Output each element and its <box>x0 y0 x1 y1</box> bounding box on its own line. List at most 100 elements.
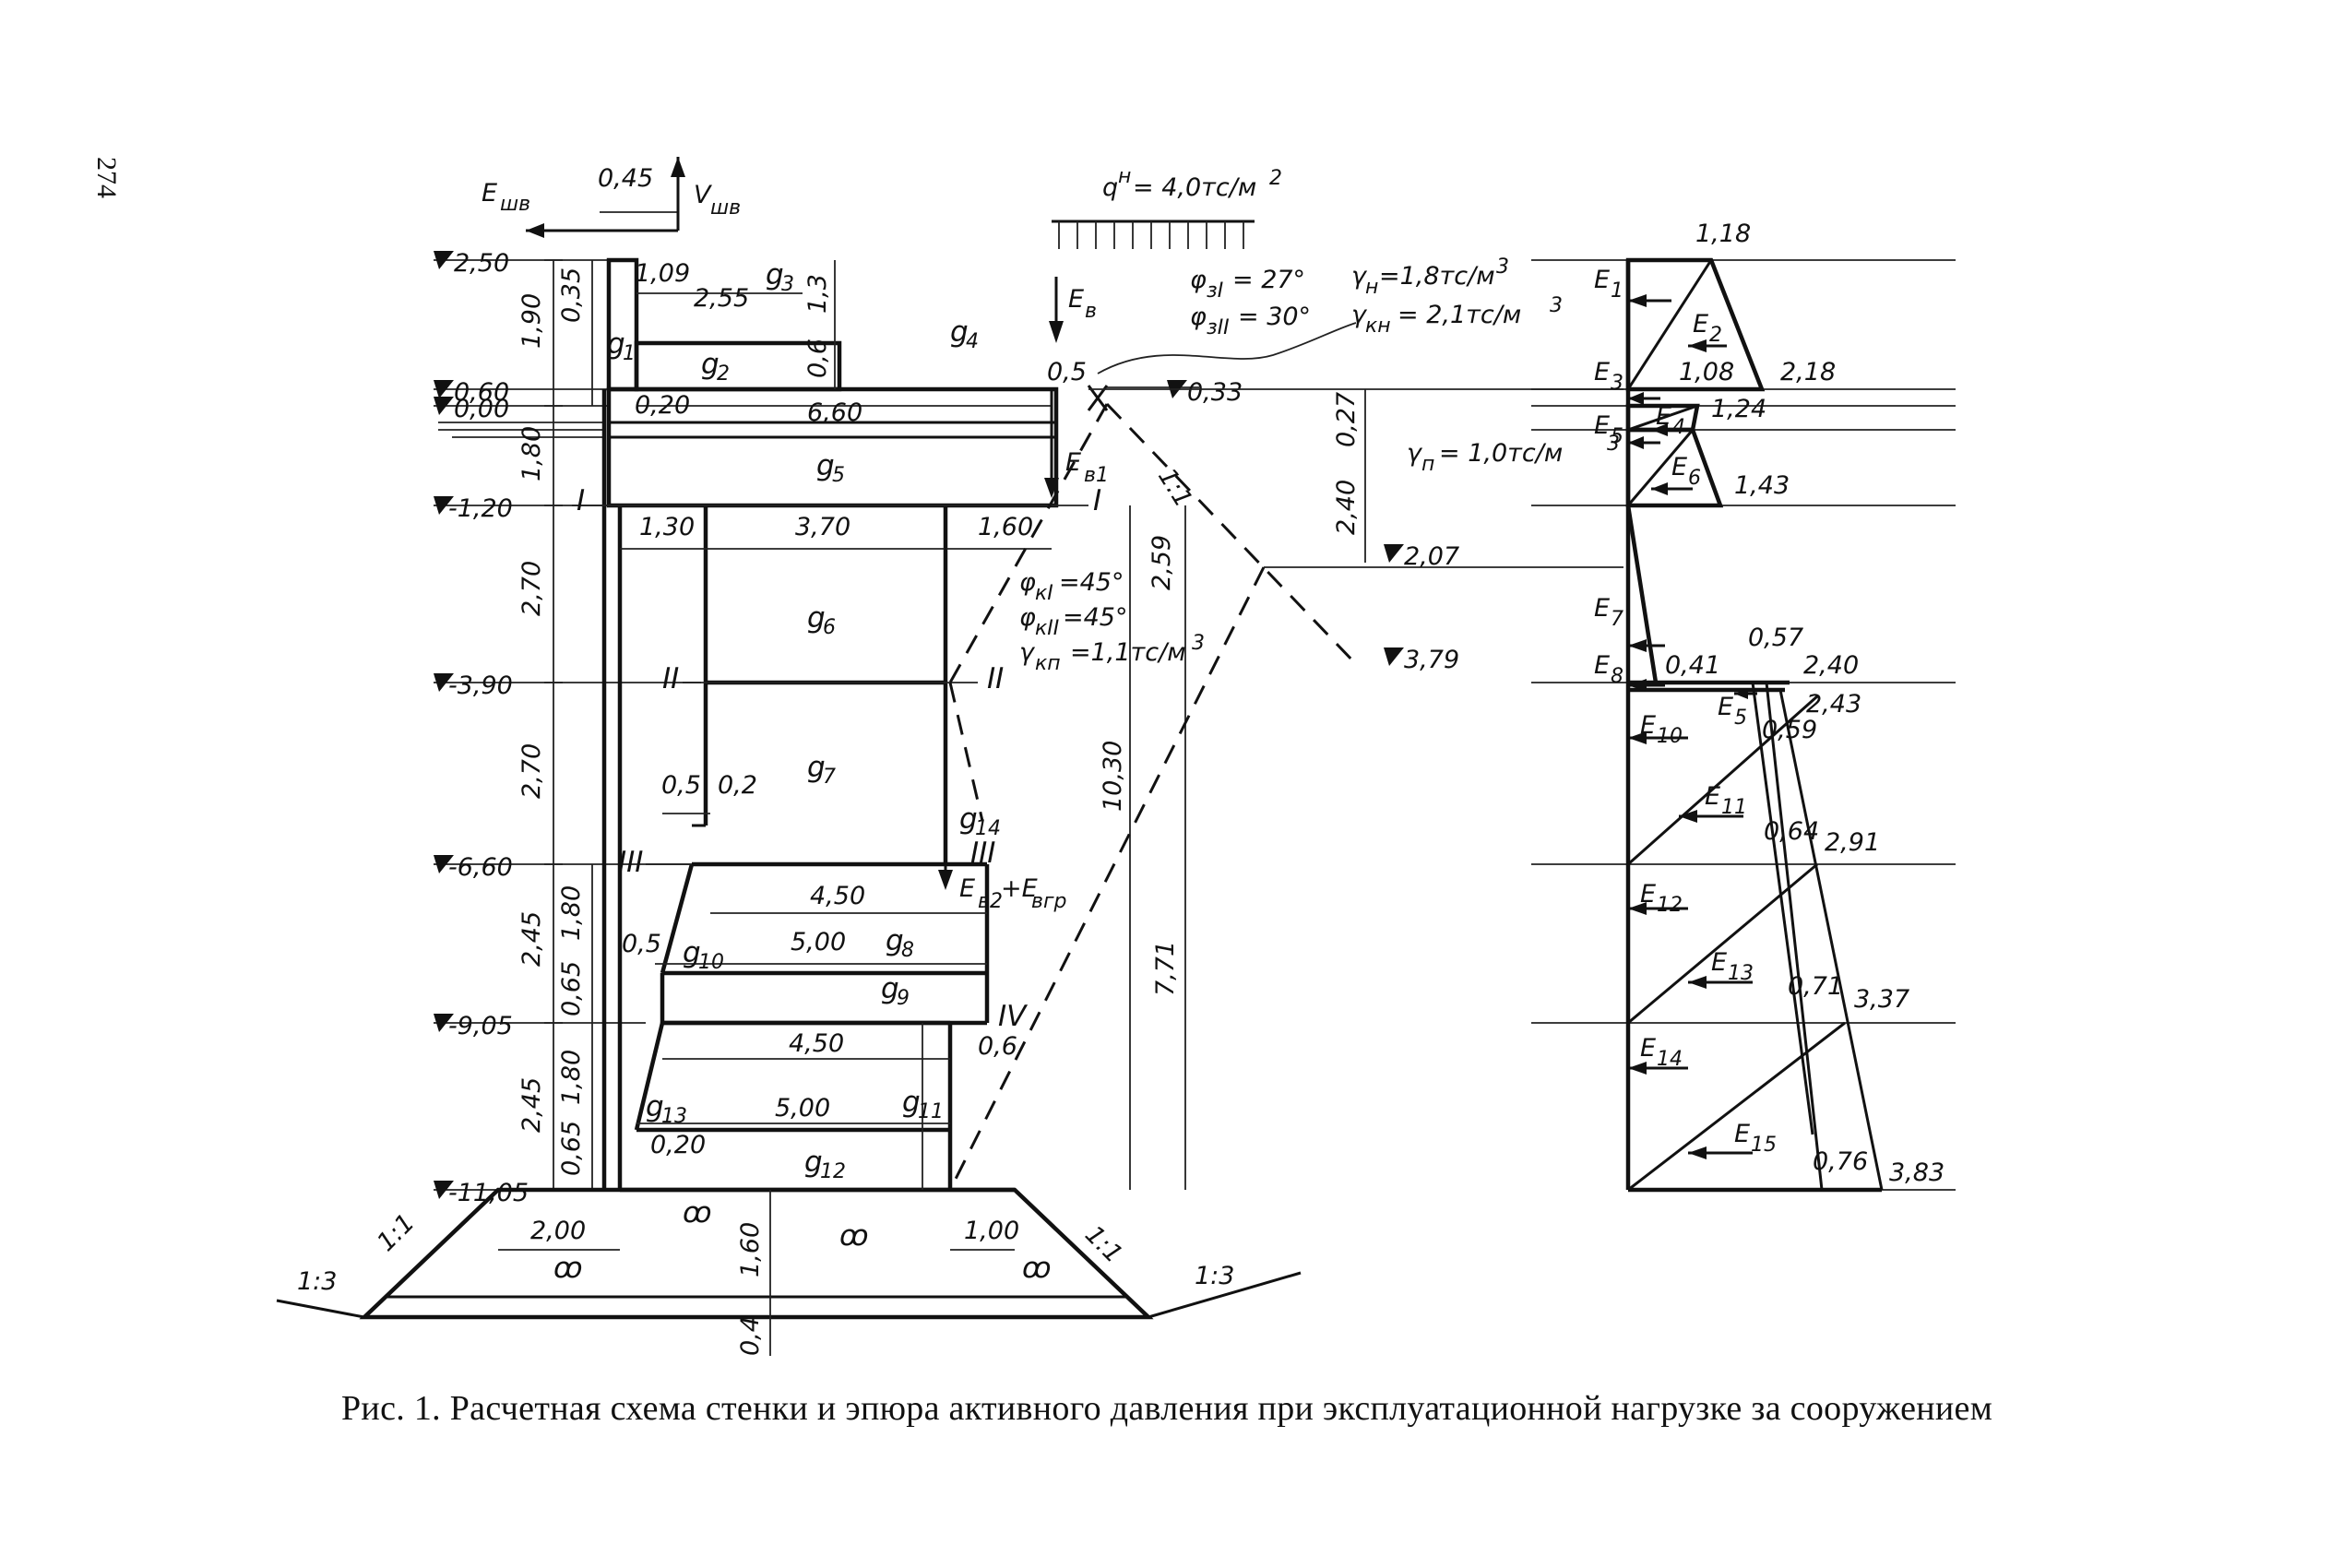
pressure-force: E <box>1594 266 1610 294</box>
pressure-force-sub: 3 <box>1611 372 1623 395</box>
soil-param: = 27° <box>1232 266 1305 294</box>
dim-label: 1,60 <box>736 1222 765 1277</box>
soil-param-sup: 3 <box>1496 255 1509 279</box>
level-label: 2,50 <box>454 249 509 278</box>
stone-symbol: ꝏ <box>839 1219 869 1253</box>
section-label: IV <box>998 1000 1029 1033</box>
soil-param: φ <box>1019 568 1036 597</box>
dim-label: 0,20 <box>650 1131 706 1159</box>
rubble-bedding: ꝏ ꝏ ꝏ ꝏ <box>553 1196 1052 1285</box>
weight-label: g <box>881 972 899 1005</box>
level-label: -3,90 <box>448 671 513 700</box>
pressure-force: E <box>1640 1034 1656 1063</box>
soil-param-sub: зI <box>1207 279 1223 303</box>
level-label: -6,60 <box>448 853 513 882</box>
load-label-sup: 2 <box>1269 167 1282 190</box>
force-label-sub: шв <box>500 193 530 216</box>
section-marks: I I II II III III IV <box>572 484 1101 1033</box>
pressure-value: 0,76 <box>1813 1147 1868 1176</box>
pressure-force-sub: 5 <box>1611 425 1623 448</box>
weight-label-sub: 5 <box>832 464 845 487</box>
dim-label: 4,50 <box>810 882 865 910</box>
weight-label: g <box>959 802 978 836</box>
dim-label: 1,00 <box>964 1217 1019 1245</box>
pressure-force: E <box>1594 594 1610 623</box>
pressure-value: 1,24 <box>1711 395 1766 423</box>
soil-param-sub: п <box>1421 453 1434 476</box>
weight-label: g <box>804 1146 823 1179</box>
dim-label: 0,65 <box>557 1121 586 1176</box>
weight-label-sub: 13 <box>661 1105 687 1128</box>
pressure-value: 0,71 <box>1788 972 1843 1001</box>
water-level: 3,79 <box>1404 646 1459 674</box>
weight-label-sub: 6 <box>823 616 836 639</box>
weight-label: g <box>886 924 904 957</box>
dim-label: 2,45 <box>517 911 546 967</box>
dim-label: 2,00 <box>530 1217 586 1245</box>
dim-label: 1,60 <box>978 513 1033 541</box>
soil-param: γ <box>1019 638 1036 667</box>
soil-param: =45° <box>1063 603 1127 632</box>
soil-param: γ <box>1351 262 1368 291</box>
pressure-force: E <box>1640 711 1656 740</box>
soil-param: φ <box>1019 603 1036 632</box>
stone-symbol: ꝏ <box>683 1196 712 1229</box>
pressure-value: 2,40 <box>1803 651 1859 680</box>
weight-label-sub: 7 <box>823 766 836 789</box>
section-label: II <box>987 662 1004 695</box>
weight-label: g <box>807 751 826 784</box>
force-label: +E <box>1001 874 1038 903</box>
slope-label: 1:3 <box>297 1267 337 1296</box>
soil-param: =45° <box>1059 568 1124 597</box>
water-level: 2,07 <box>1404 542 1459 571</box>
slope-label: 1:3 <box>1195 1262 1234 1290</box>
dim-label: 0,45 <box>598 164 653 193</box>
dim-label: 2,59 <box>1148 535 1176 590</box>
soil-param-sup: 3 <box>1607 433 1620 456</box>
weight-label: g <box>701 348 720 381</box>
force-label: V <box>694 181 713 209</box>
distributed-load-arrows <box>1058 221 1244 249</box>
dim-label: 0,27 <box>1332 392 1361 447</box>
weight-label: g <box>807 601 826 635</box>
stone-symbol: ꝏ <box>553 1252 583 1285</box>
applied-loads: E шв V шв q н = 4,0тс/м 2 E в E <box>482 157 1282 913</box>
weight-label-sub: 9 <box>897 987 910 1010</box>
weight-label: g <box>766 258 784 291</box>
weight-label-sub: 10 <box>698 951 724 974</box>
pressure-arrows <box>1628 294 1757 1159</box>
pressure-force-sub: 5 <box>1734 707 1747 730</box>
pressure-values: 1,18 1,08 2,18 1,24 1,43 0,41 0,57 2,40 … <box>1665 220 1945 1187</box>
level-markers: 2,50 0,60 0,00 -1,20 -3,90 -6,60 -9,05 -… <box>434 249 529 1207</box>
pressure-force-sub: 7 <box>1611 608 1623 631</box>
weight-label-sub: 1 <box>623 342 636 365</box>
soil-param: = 1,0тс/м <box>1439 439 1563 468</box>
soil-param-sub: кн <box>1365 315 1391 338</box>
soil-param: γ <box>1407 439 1423 468</box>
force-label: E <box>1068 285 1084 314</box>
pressure-force-sub: 8 <box>1611 665 1623 688</box>
pressure-force: E <box>1640 880 1656 909</box>
force-label-sub: в <box>1085 300 1097 323</box>
dim-label: 3,70 <box>795 513 850 541</box>
force-label-sub: в2 <box>978 890 1003 913</box>
soil-param-sup: 3 <box>1192 632 1205 655</box>
dim-label: 0,2 <box>718 771 757 800</box>
dim-label: 1,90 <box>517 293 546 349</box>
dim-label: 5,00 <box>775 1094 830 1123</box>
dim-label: 5,00 <box>791 928 846 956</box>
dim-label: 1,80 <box>557 1050 586 1105</box>
soil-param-sub: н <box>1365 276 1378 299</box>
section-label: I <box>577 484 585 517</box>
pressure-value: 2,18 <box>1780 358 1836 386</box>
weight-label-sub: 12 <box>820 1160 846 1183</box>
pressure-force-sub: 4 <box>1672 416 1685 439</box>
dim-label: 0,5 <box>661 771 701 800</box>
wall-structure <box>276 257 1302 1320</box>
force-label-sub: шв <box>710 196 741 220</box>
pressure-force-sub: 10 <box>1657 725 1683 748</box>
level-label: 0,60 <box>454 378 509 407</box>
weight-label: g <box>683 936 701 969</box>
pressure-value: 0,57 <box>1748 624 1803 652</box>
